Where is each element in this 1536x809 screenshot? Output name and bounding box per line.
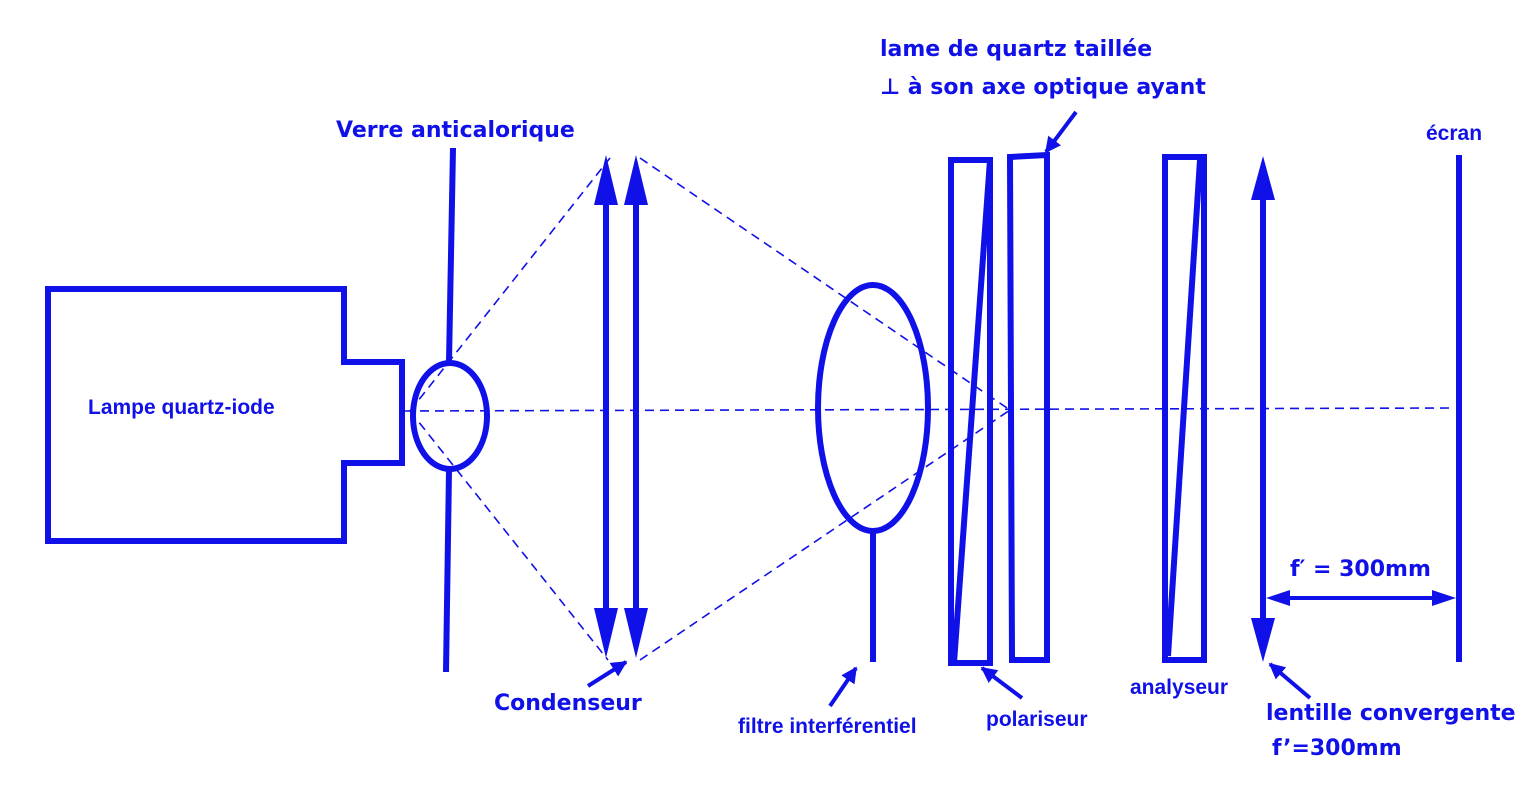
pointer-filtre — [828, 666, 858, 708]
lentille-arrow-up — [1251, 156, 1275, 200]
polariseur-diagonal — [951, 159, 993, 664]
pointer-quartz — [1044, 110, 1078, 154]
label-lentille-line1: lentille convergente — [1266, 701, 1516, 726]
lentille-arrow-down — [1251, 618, 1275, 662]
verre-lens — [410, 360, 490, 472]
pointer-condenseur — [586, 660, 628, 688]
ray-upper-2 — [639, 157, 1011, 411]
label-condenseur: Condenseur — [494, 691, 642, 716]
analyseur-prism — [1162, 154, 1207, 663]
filtre-element — [815, 282, 931, 534]
condenseur-arrow-up-1 — [594, 155, 618, 205]
label-polariseur: polariseur — [986, 708, 1088, 731]
focal-arrow-left — [1266, 590, 1290, 606]
lamp-housing — [45, 286, 405, 544]
label-verre: Verre anticalorique — [336, 118, 575, 143]
label-lentille-line2: f’=300mm — [1272, 736, 1402, 761]
label-filtre: filtre interférentiel — [738, 715, 917, 738]
condenseur-arrow-down-2 — [624, 608, 648, 658]
polariseur-prism — [948, 157, 993, 666]
pointer-polariseur — [980, 666, 1024, 700]
label-focal: f′ = 300mm — [1290, 557, 1431, 582]
pointer-lentille — [1268, 662, 1312, 700]
label-ecran: écran — [1426, 122, 1482, 145]
label-analyseur: analyseur — [1130, 676, 1228, 699]
condenseur-arrow-up-2 — [624, 155, 648, 205]
ray-lower-1 — [409, 410, 609, 661]
verre-plate-top — [446, 147, 456, 363]
focal-arrow-right — [1432, 590, 1456, 606]
verre-plate-bottom — [443, 469, 452, 673]
ray-upper-1 — [409, 157, 611, 412]
condenseur-arrow-down-1 — [594, 608, 618, 658]
analyseur-diagonal — [1165, 159, 1203, 657]
optical-axis — [404, 407, 1453, 412]
quartz-plate — [1006, 151, 1050, 663]
label-lame-line2: ⊥ à son axe optique ayant — [880, 75, 1206, 100]
label-lamp: Lampe quartz-iode — [88, 396, 275, 419]
label-lame-line1: lame de quartz taillée — [880, 37, 1152, 62]
